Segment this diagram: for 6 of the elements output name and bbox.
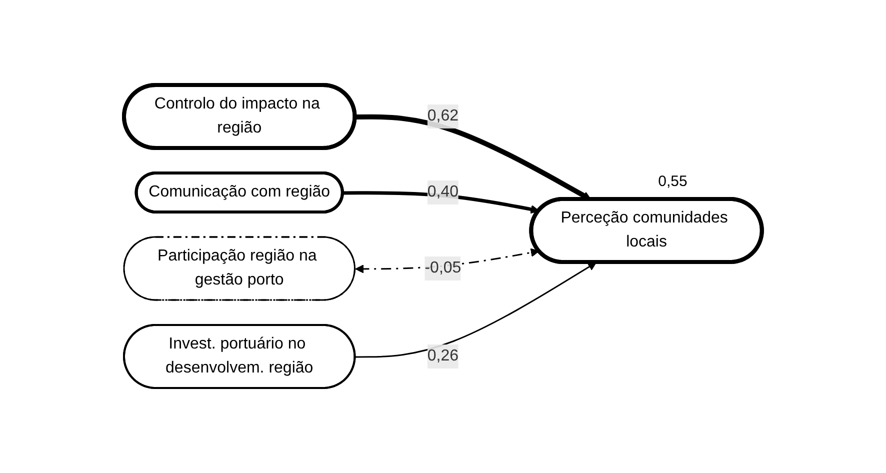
edge-label: 0,26 <box>427 347 459 364</box>
edge-label: 0,62 <box>427 108 459 124</box>
edge-label: 0,40 <box>427 183 459 200</box>
edge-label: -0,05 <box>424 259 462 276</box>
path-coefficient: 0,55 <box>658 172 688 190</box>
arrow <box>355 262 597 358</box>
